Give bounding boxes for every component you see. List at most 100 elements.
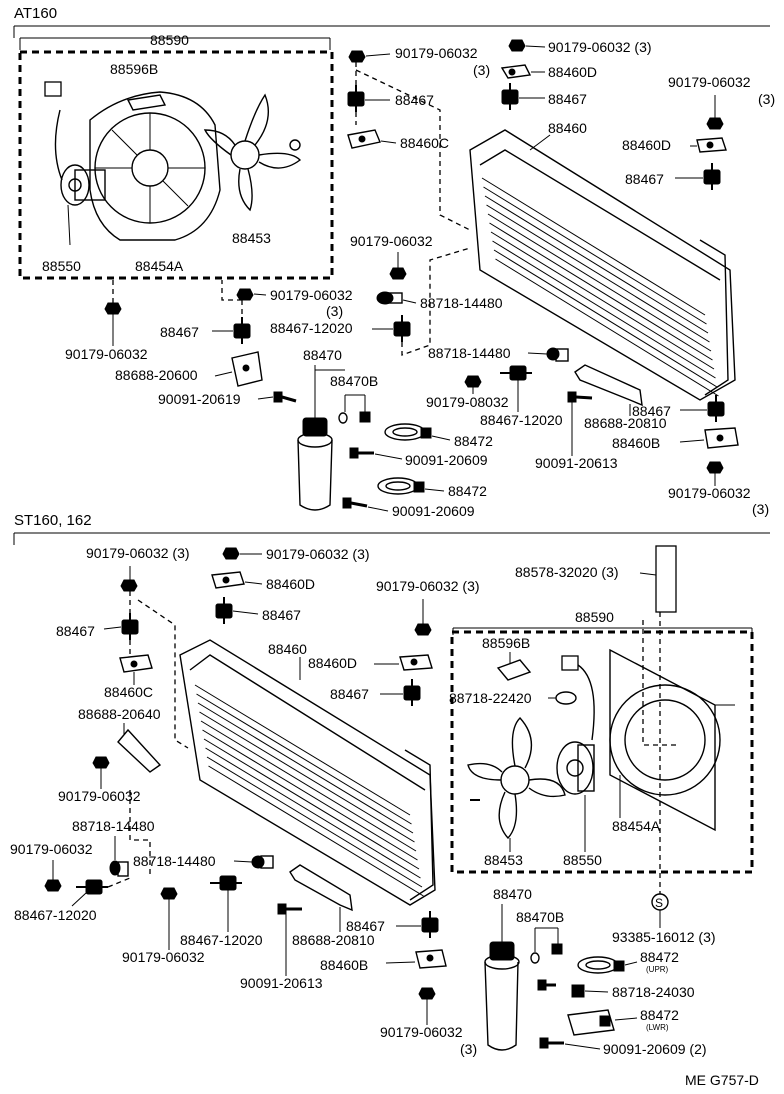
label-88590-top: 88590 [150, 32, 189, 48]
condenser-fin [492, 240, 716, 379]
label-88472-top-b: 88472 [448, 483, 487, 499]
bracket-88688-20810-bot [289, 864, 353, 912]
nut-90179-06032-bot-c [414, 623, 432, 636]
label-S-sleeve: S [655, 896, 663, 910]
sleeve-93385-16012: S [651, 612, 669, 911]
condenser-fin [489, 222, 713, 361]
document-code: ME G757-D [685, 1072, 759, 1088]
label-90179-06032-bot-g: 90179-06032 [380, 1024, 463, 1040]
receiver-dryer-bot [484, 904, 520, 1051]
bracket-88460C-top [347, 129, 381, 149]
section-title-st160: ST160, 162 [14, 512, 92, 529]
plug-88470B-bot [530, 927, 563, 964]
bracket-88460B-bot [415, 949, 447, 969]
mount-88467-top-d [233, 317, 251, 344]
bracket-88688-20600 [231, 351, 263, 387]
nut-90179-06032-top-f [104, 302, 122, 315]
mount-88467-top-a [347, 85, 365, 112]
label-88470-top: 88470 [303, 347, 342, 363]
bracket-88460C-bot [119, 654, 153, 673]
dashed-link-top-a [355, 62, 471, 231]
label-90179-06032-bot-c: 90179-06032 (3) [376, 578, 480, 594]
mount-88467-12020-bot-b [210, 875, 242, 891]
condenser-bot [179, 639, 436, 906]
label-90091-20609-bot: 90091-20609 (2) [603, 1041, 707, 1057]
label-88467-bot-c: 88467 [330, 686, 369, 702]
nut-90179-06032-bot-f [160, 887, 178, 900]
bracket-88460D-top [500, 64, 532, 79]
fan-blade-top [203, 93, 302, 212]
nut-90179-06032-top-d [389, 267, 407, 280]
mount-88467-bot-c [403, 679, 421, 706]
label-88467-top-e: 88467 [632, 403, 671, 419]
condenser-fin [200, 720, 417, 852]
connector-88718-22420 [555, 655, 595, 741]
label-88472-bot-upr: 88472 [640, 949, 679, 965]
label-88467-top-a: 88467 [395, 92, 434, 108]
label-90179-08032: 90179-08032 [426, 394, 509, 410]
label-90179-06032-top-c: 90179-06032 [668, 74, 751, 90]
label-90179-06032-bot-f: 90179-06032 [122, 949, 205, 965]
label-90179-06032-bot-e: 90179-06032 [10, 841, 93, 857]
nut-90179-06032-bot-a [120, 579, 138, 592]
condenser-fin [205, 747, 421, 879]
clamp-88472-top-b [377, 477, 425, 495]
nut-90179-06032-bot-d [92, 756, 110, 769]
label-88454A-top: 88454A [135, 258, 184, 274]
label-88472-top-a: 88472 [454, 433, 493, 449]
fan-assembly-box-top [18, 37, 334, 280]
bolt-bot-small [537, 979, 556, 991]
label-90091-20609-top-b: 90091-20609 [392, 503, 475, 519]
label-88590-bot: 88590 [575, 609, 614, 625]
fan-shroud-top [89, 91, 221, 241]
bolt-90091-20609-top-a [349, 447, 374, 459]
label-88460-top: 88460 [548, 120, 587, 136]
label-88578-32020: 88578-32020 (3) [515, 564, 619, 580]
condenser-fin [486, 204, 710, 343]
label-88460-bot: 88460 [268, 641, 307, 657]
nut-90179-06032-bot-g [418, 987, 436, 1000]
label-88596B-bot: 88596B [482, 635, 530, 651]
condenser-fin [484, 195, 709, 334]
label-88718-14480-top-b: 88718-14480 [428, 345, 511, 361]
bracket-88688-20810-top [574, 364, 643, 407]
fan-motor-top [44, 81, 106, 246]
label-88550-top: 88550 [42, 258, 81, 274]
label-88467-12020-top-a: 88467-12020 [270, 320, 353, 336]
label-88460B-bot: 88460B [320, 957, 368, 973]
clamp-88472-bot-upr [577, 956, 625, 974]
label-90179-06032-top-b: 90179-06032 (3) [548, 39, 652, 55]
mount-88467-12020-top-b [500, 365, 532, 381]
condenser-fin [208, 765, 424, 897]
label-90179-06032-top-d: 90179-06032 [350, 233, 433, 249]
fan-label-plate-top [126, 94, 167, 111]
label-88453-top: 88453 [232, 230, 271, 246]
mount-88467-bot-d [421, 911, 439, 938]
mount-88467-bot-a [215, 597, 233, 624]
label-88467-bot-d: 88467 [346, 918, 385, 934]
label-88460C-top: 88460C [400, 135, 449, 151]
fan-shroud-bot [609, 620, 721, 832]
label-88470-bot: 88470 [493, 886, 532, 902]
label-88550-bot: 88550 [563, 852, 602, 868]
fan-motor-bot [556, 741, 595, 795]
fan-blade-bot [467, 716, 566, 840]
mount-88467-bot-b [121, 613, 139, 640]
label-90179-06032-bot-d: 90179-06032 [58, 788, 141, 804]
label-90179-06032-top-a: 90179-06032 [395, 45, 478, 61]
bolt-90091-20613-bot [277, 903, 302, 915]
label-88460D-top-b: 88460D [622, 137, 671, 153]
condenser-fin [202, 729, 418, 861]
condenser-fin [490, 231, 715, 370]
sensor-88718-14480-top-b [546, 347, 569, 362]
label-88460B-top: 88460B [612, 435, 660, 451]
mount-88467-top-e [707, 395, 725, 422]
label-90091-20613-bot: 90091-20613 [240, 975, 323, 991]
label-88467-top-c: 88467 [625, 171, 664, 187]
bracket-88460B-top [704, 427, 739, 449]
label-88688-20810-bot: 88688-20810 [292, 932, 375, 948]
sensor-88718-14480-bot-b [251, 855, 274, 869]
condenser-fin [495, 258, 719, 397]
label-90091-20613-top: 90091-20613 [535, 455, 618, 471]
condenser-top [469, 129, 736, 401]
